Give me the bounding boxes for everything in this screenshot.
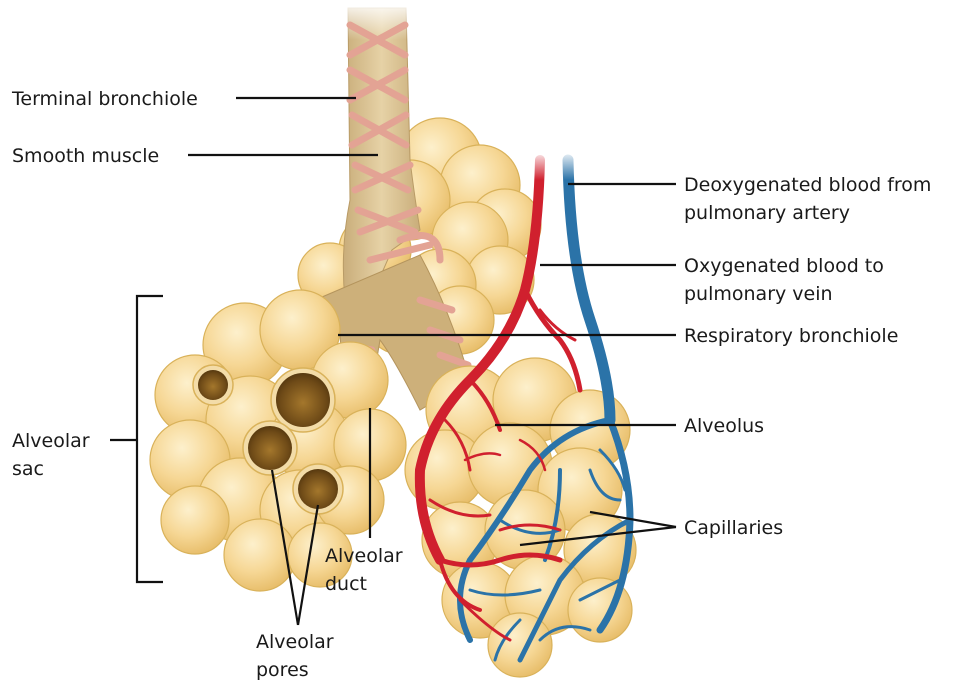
label-terminal-bronchiole: Terminal bronchiole	[11, 88, 198, 110]
label-oxygenated-line2: pulmonary vein	[684, 283, 833, 305]
label-deoxygenated-line2: pulmonary artery	[684, 202, 850, 224]
label-alveolar-duct-line1: Alveolar	[325, 545, 403, 567]
label-capillaries: Capillaries	[684, 517, 783, 539]
label-respiratory-bronchiole: Respiratory bronchiole	[684, 325, 898, 347]
label-oxygenated-line1: Oxygenated blood to	[684, 255, 884, 277]
label-alveolus: Alveolus	[684, 415, 764, 437]
label-alveolar-sac-line2: sac	[12, 458, 44, 480]
label-alveolar-pores-line1: Alveolar	[256, 631, 334, 653]
label-deoxygenated-line1: Deoxygenated blood from	[684, 174, 931, 196]
label-alveolar-sac-line1: Alveolar	[12, 430, 90, 452]
label-alveolar-pores-line2: pores	[256, 659, 309, 681]
label-alveolar-duct-line2: duct	[325, 573, 367, 595]
label-smooth-muscle: Smooth muscle	[12, 145, 159, 167]
